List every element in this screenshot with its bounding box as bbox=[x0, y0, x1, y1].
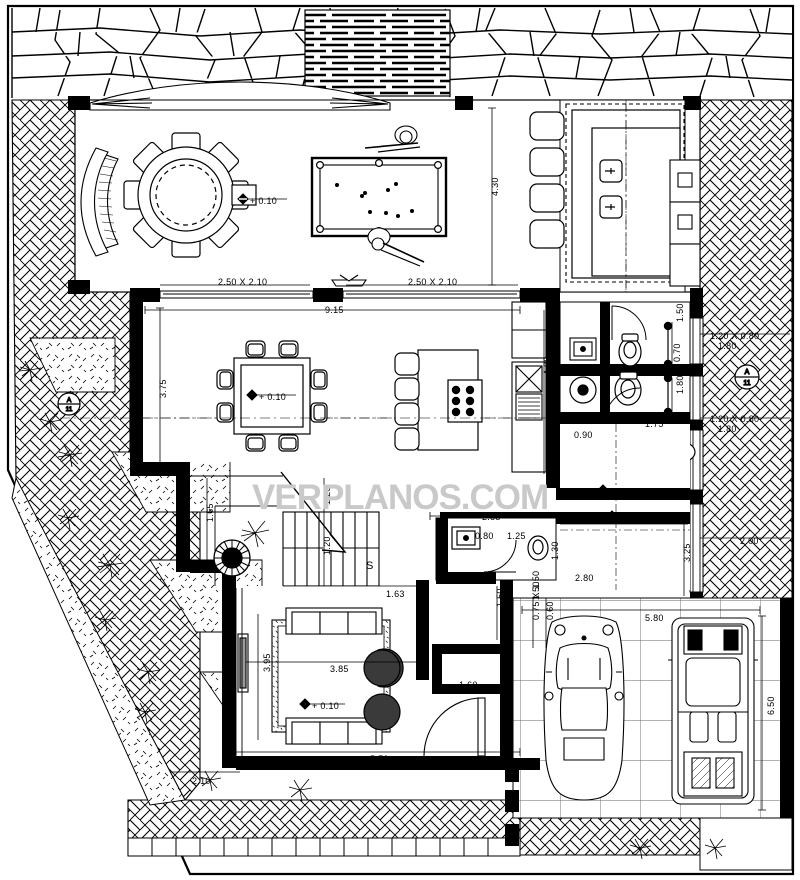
dining-room bbox=[143, 302, 546, 462]
dimension-d-dining-depth: 3.75 bbox=[158, 379, 168, 398]
car-right bbox=[668, 617, 758, 805]
curved-sofa bbox=[80, 147, 119, 257]
level-marker-lvl-family: + 0.10 bbox=[620, 513, 648, 523]
dimension-d-hall-1-50: 1.50 bbox=[495, 588, 505, 607]
dimension-d-bath-a: 1.50 bbox=[675, 303, 685, 322]
dimension-d-lav-width: 1.75 bbox=[645, 419, 664, 429]
dimension-d-site-2-10: 2.10 bbox=[192, 776, 211, 786]
svg-text:A: A bbox=[745, 369, 750, 376]
dimension-d-bath-door: 0.70 bbox=[672, 343, 682, 362]
stair-planter bbox=[213, 539, 251, 577]
dimension-d-liv-3-95: 3.95 bbox=[262, 653, 272, 672]
closet bbox=[432, 644, 513, 694]
dimension-d-fam-3-25: 3.25 bbox=[682, 543, 692, 562]
living-room bbox=[235, 586, 416, 760]
entry-door bbox=[423, 697, 486, 757]
dimension-d-stair-1-20b: 1.20 bbox=[322, 536, 332, 555]
level-marker-lvl-games: + 0.10 bbox=[250, 196, 278, 206]
dimension-d-fam-2-80: 2.80 bbox=[575, 573, 594, 583]
svg-text:11: 11 bbox=[743, 380, 750, 387]
section-marker-left: A 11 bbox=[57, 392, 81, 416]
dimension-d-stair-1-65: 1.65 bbox=[205, 503, 215, 522]
dimension-d-gar-5-80: 5.80 bbox=[645, 613, 664, 623]
dimension-d-kitchen-len: 4.90 bbox=[542, 356, 552, 375]
svg-text:A: A bbox=[67, 397, 72, 404]
dimension-d-liv-3-85: 3.85 bbox=[330, 664, 349, 674]
level-marker-lvl-dining: + 0.10 bbox=[259, 392, 287, 402]
dimension-d-gar-6-50: 6.50 bbox=[766, 696, 776, 715]
dimension-d-win-bot: 1.20 X 0.80 bbox=[710, 414, 760, 424]
dimension-d-wc-door: 1.30 bbox=[550, 541, 560, 560]
dimension-d-hall-2-85: 2.85 bbox=[482, 512, 501, 522]
dimension-d-win-top-sub: 1.80 bbox=[718, 341, 737, 351]
dimension-d-liv-5-70: 5.70 bbox=[370, 754, 389, 764]
dining-table bbox=[216, 340, 328, 452]
powder-room bbox=[435, 517, 557, 584]
garage bbox=[500, 597, 794, 819]
dimension-d-wc-0-80: 0.80 bbox=[475, 531, 494, 541]
pool-player-bottom bbox=[367, 227, 425, 267]
dimension-d-door-2-10: 2.10 bbox=[501, 686, 511, 705]
level-symbols bbox=[237, 193, 656, 710]
hall-wall-2 bbox=[416, 580, 429, 680]
family-room bbox=[440, 424, 690, 590]
house-walls bbox=[130, 274, 704, 770]
section-marker-right: A 11 bbox=[734, 364, 760, 390]
bathrooms bbox=[559, 301, 696, 481]
site-boundary bbox=[6, 4, 795, 876]
watermark-verplanos: VERPLANOS.COM bbox=[252, 478, 549, 517]
brick-deck-top bbox=[304, 9, 451, 97]
car-left bbox=[543, 615, 625, 801]
boundary-pavers bbox=[127, 837, 521, 857]
dimension-d-kitchen-door: 0.90 bbox=[574, 430, 593, 440]
pool-player-top bbox=[364, 125, 421, 153]
round-dining-table bbox=[123, 132, 257, 258]
dimension-d-right-2-00: 2.00 bbox=[740, 536, 759, 546]
kitchen-counter bbox=[511, 301, 547, 473]
kitchen-island bbox=[394, 349, 483, 451]
dimension-d-win-bot-sub: 1.80 bbox=[718, 424, 737, 434]
pool-table bbox=[310, 156, 448, 238]
dimension-d-clo-1-60: 1.60 bbox=[459, 680, 478, 690]
dimension-d-window-left: 2.50 X 2.10 bbox=[218, 277, 268, 287]
dimension-d-bar-depth: 4.30 bbox=[490, 177, 500, 196]
dimension-d-window-right: 2.50 X 2.10 bbox=[408, 277, 458, 287]
dimension-d-gar-0-60: 0.60 bbox=[545, 601, 555, 620]
dimension-d-front-width: 9.15 bbox=[325, 305, 344, 315]
shrub-cluster bbox=[18, 360, 727, 860]
label-label-stair: S bbox=[366, 560, 374, 572]
dimension-d-wc-1-25: 1.25 bbox=[507, 531, 526, 541]
level-marker-lvl-living: + 0.10 bbox=[312, 701, 340, 711]
dimension-lines bbox=[144, 107, 790, 811]
dimension-d-stair-1-63: 1.63 bbox=[386, 589, 405, 599]
paving-right bbox=[699, 99, 793, 621]
reference-axes bbox=[60, 100, 627, 419]
dimension-d-bath-b: 1.80 bbox=[675, 375, 685, 394]
driveway-joints bbox=[505, 764, 519, 846]
staircase bbox=[190, 471, 380, 587]
bar-area bbox=[529, 99, 701, 293]
dimension-d-gar-1-50: 1.50 bbox=[531, 581, 541, 600]
svg-text:11: 11 bbox=[66, 406, 73, 413]
dimension-d-win-top: 1.20 X 0.80 bbox=[710, 331, 760, 341]
